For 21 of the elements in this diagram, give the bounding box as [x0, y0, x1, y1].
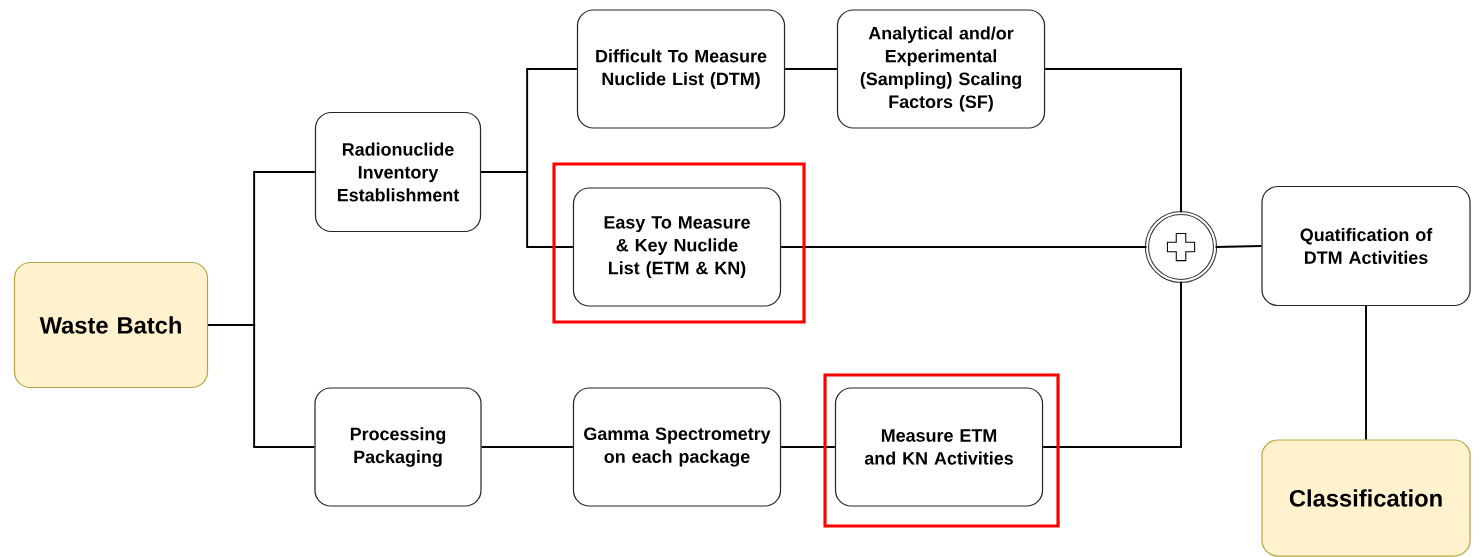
connector-line [480, 446, 574, 448]
connector-line [780, 246, 1148, 248]
connector-line [480, 171, 574, 248]
connector-line [1214, 245, 1263, 248]
process-box: Gamma Spectrometry on each package [572, 387, 782, 507]
connector-line [780, 446, 836, 448]
connector-line [1044, 68, 1182, 214]
connector-line [1042, 280, 1182, 448]
connector-line [1365, 305, 1367, 441]
connector-line [784, 68, 838, 70]
terminal-box: Waste Batch [13, 261, 209, 389]
process-box: Measure ETM and KN Activities [834, 387, 1044, 507]
sum-junction [1144, 210, 1218, 284]
process-box: Analytical and/or Experimental (Sampling) Scaling Factors (SF) [836, 9, 1046, 129]
terminal-box: Classification [1261, 439, 1471, 557]
process-box: Quatification of DTM Activities [1261, 185, 1471, 307]
connector-line [207, 324, 316, 448]
process-box: Easy To Measure & Key Nuclide List (ETM & KN) [572, 187, 782, 307]
process-box: Processing Packaging [314, 387, 482, 507]
process-box: Difficult To Measure Nuclide List (DTM) [576, 9, 786, 129]
process-box: Radionuclide Inventory Establishment [314, 111, 482, 233]
